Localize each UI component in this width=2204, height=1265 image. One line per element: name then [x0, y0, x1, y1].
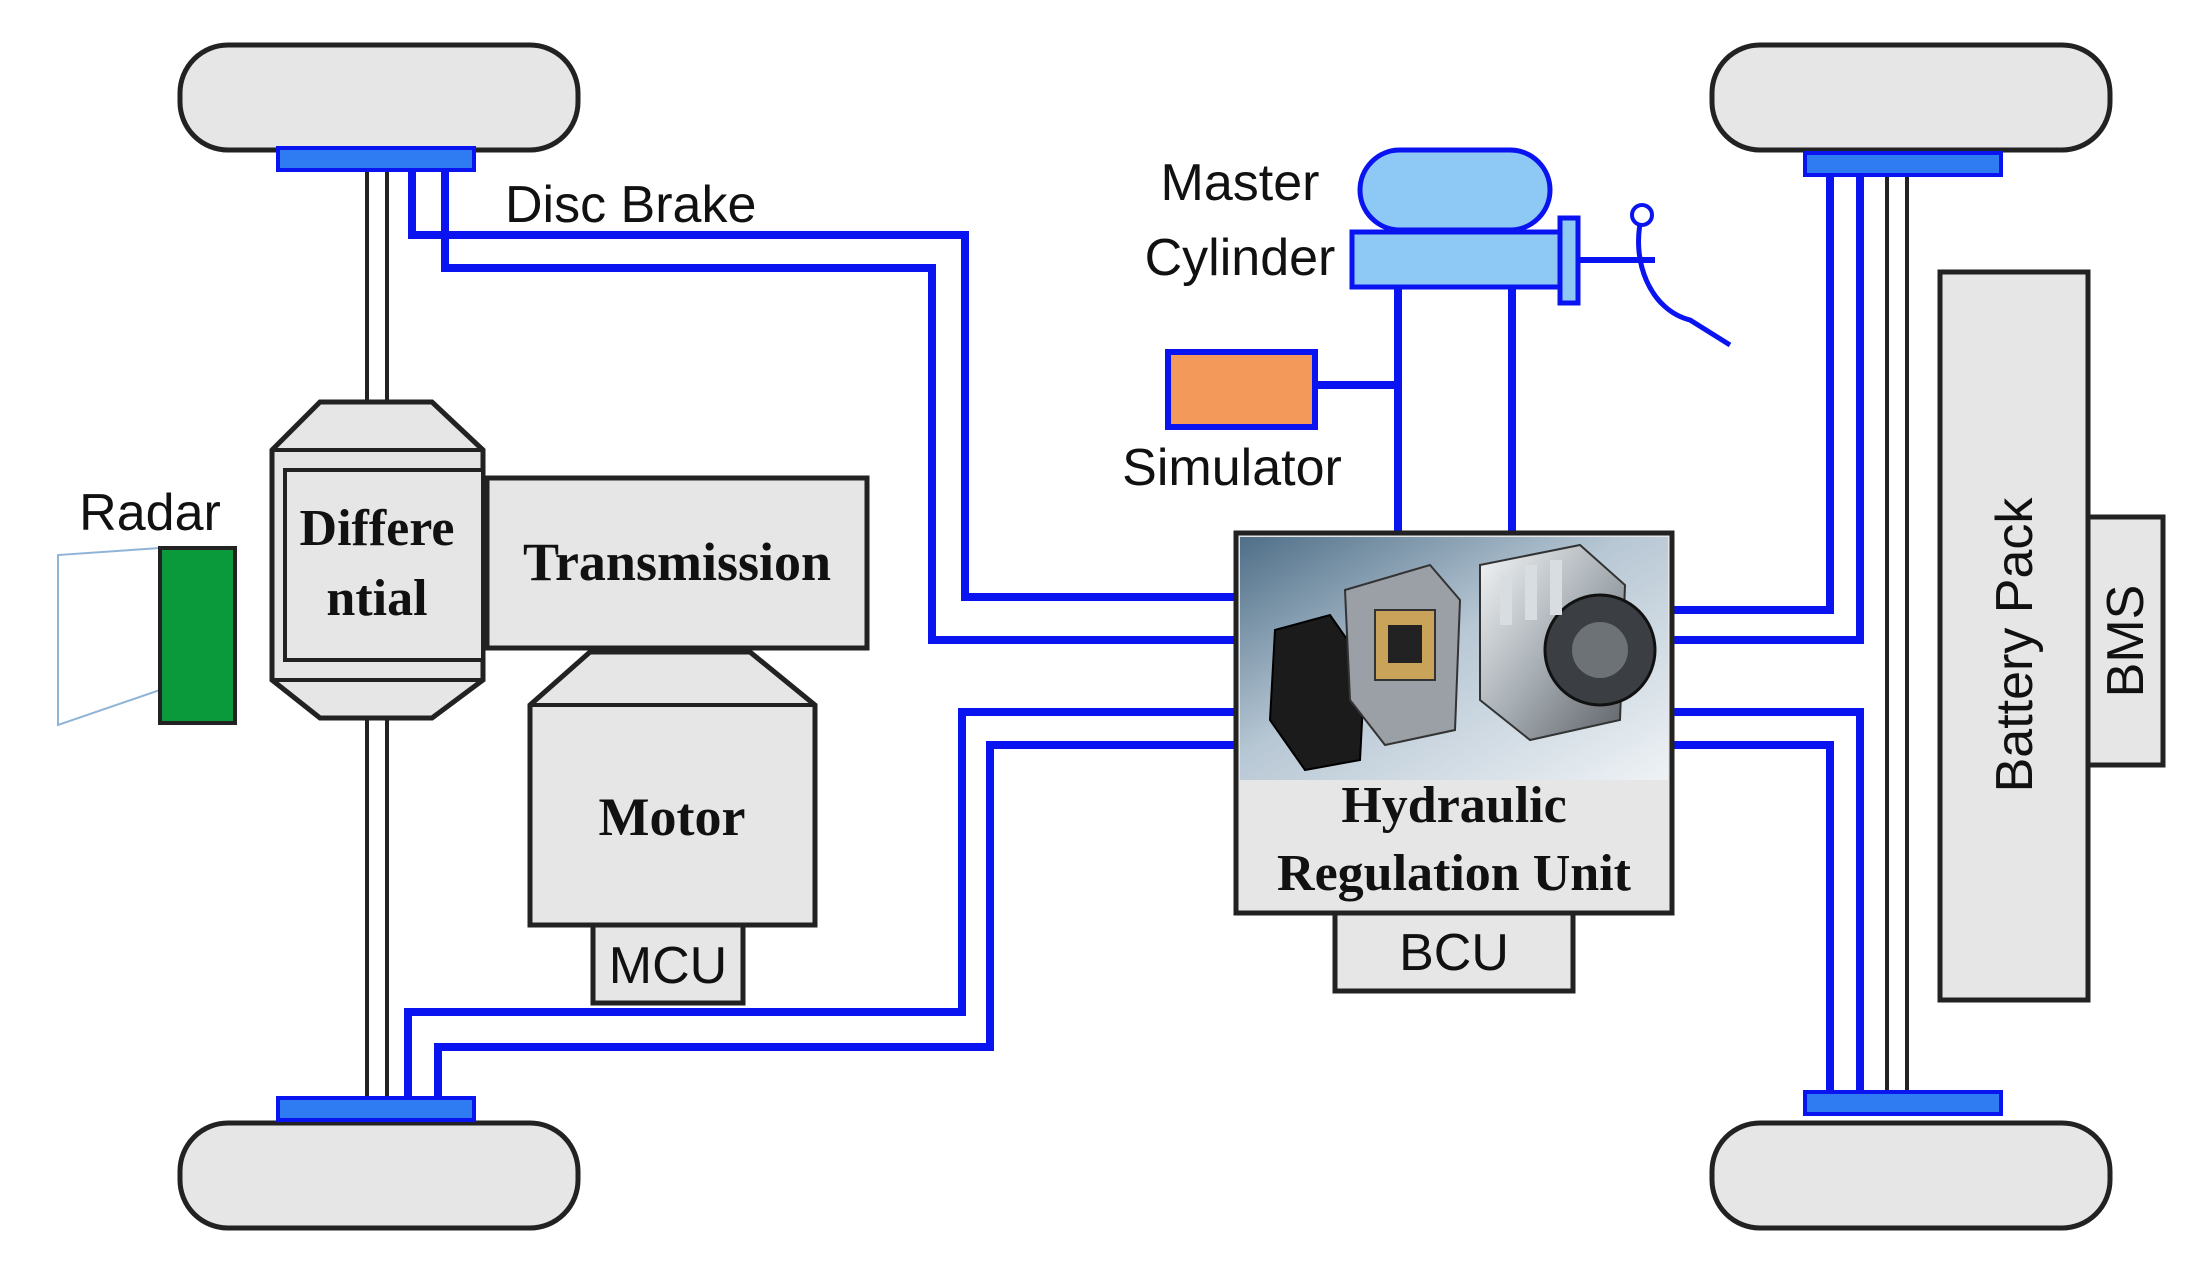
disc-brake-label: Disc Brake	[505, 176, 756, 234]
radar-label: Radar	[79, 484, 221, 542]
hydraulic-unit-label-line1: Hydraulic	[1341, 777, 1566, 834]
master-cylinder-flange	[1557, 215, 1581, 306]
transmission-box	[484, 475, 870, 651]
differential-label-line2: ntial	[326, 570, 427, 627]
disc-brakes	[276, 146, 2003, 1122]
wheel-front-right	[1709, 42, 2113, 153]
disc-brake-front-left	[276, 146, 476, 172]
bcu-label: BCU	[1399, 924, 1509, 982]
hydraulic-unit-label-line2: Regulation Unit	[1277, 845, 1632, 902]
brake-line-fr-outer	[1672, 170, 1834, 614]
battery-pack-box	[1937, 269, 2091, 1003]
brake-line-rr-inner	[1672, 741, 1834, 1098]
bms-box	[2085, 514, 2166, 768]
disc-brake-front-right	[1803, 151, 2003, 177]
wheel-rear-right	[1709, 1120, 2113, 1231]
master-cylinder-label-line1: Master	[1161, 154, 1320, 212]
hydraulic-unit-photo	[1240, 537, 1668, 780]
mcu-label: MCU	[609, 937, 727, 995]
radar-unit	[158, 546, 237, 725]
master-cylinder-reservoir	[1357, 147, 1553, 233]
differential-body	[283, 468, 485, 662]
brake-line-rl-outer	[404, 708, 1244, 1100]
radar-beam	[57, 546, 161, 727]
brake-line-fr-inner	[1672, 170, 1864, 644]
mcu-box	[590, 922, 746, 1006]
simulator-label: Simulator	[1122, 439, 1342, 497]
bcu-box	[1332, 910, 1576, 994]
wheel-rear-left	[177, 1120, 581, 1231]
differential-label-line1: Differe	[300, 500, 455, 557]
brake-pedal-pivot	[1630, 203, 1654, 227]
brake-line-fl-outer	[408, 158, 1244, 601]
disc-brake-rear-right	[1803, 1090, 2003, 1116]
battery-pack-label: Battery Pack	[1986, 497, 2044, 793]
brake-line-rl-inner	[434, 741, 1244, 1100]
bms-label: BMS	[2097, 585, 2155, 698]
right-axle	[1885, 166, 1909, 1100]
master-cylinder-body	[1349, 229, 1563, 290]
brake-pedal-icon	[1636, 214, 1732, 348]
front-left-axle-upper	[365, 166, 389, 415]
motor-label: Motor	[599, 787, 746, 847]
brake-line-rr-outer	[1672, 708, 1864, 1098]
transmission-label: Transmission	[523, 532, 831, 592]
wheel-front-left	[177, 42, 581, 153]
disc-brake-rear-left	[276, 1096, 476, 1122]
front-left-axle-lower	[365, 716, 389, 1100]
brake-line-fl-inner	[441, 158, 1244, 644]
simulator-box	[1165, 349, 1318, 430]
brake-lines	[404, 158, 1864, 1100]
master-cylinder-label-line2: Cylinder	[1145, 229, 1336, 287]
